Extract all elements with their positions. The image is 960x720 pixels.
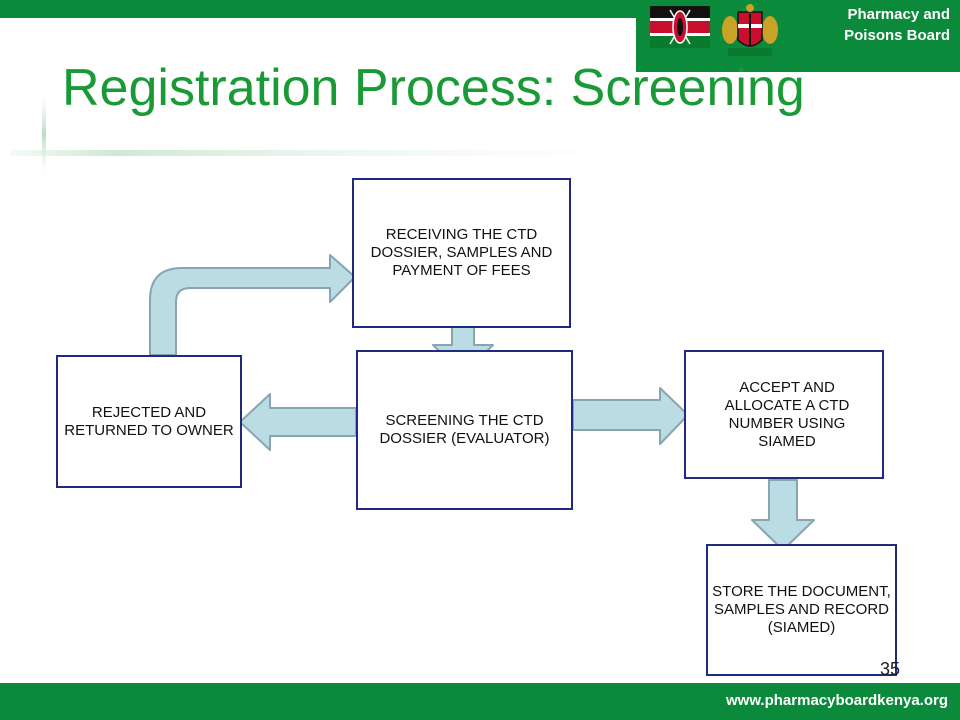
board-name-line1: Pharmacy and xyxy=(847,6,950,23)
coat-of-arms-icon xyxy=(722,4,778,56)
kenya-flag-icon xyxy=(650,6,710,48)
board-name: Pharmacy and Poisons Board xyxy=(808,4,950,46)
flow-step-screening-label: SCREENING THE CTD DOSSIER (EVALUATOR) xyxy=(379,412,550,447)
flow-step-store-label: STORE THE DOCUMENT, SAMPLES AND RECORD (… xyxy=(712,583,891,636)
flow-step-store: STORE THE DOCUMENT, SAMPLES AND RECORD (… xyxy=(706,544,897,676)
title-vertical-divider xyxy=(42,86,46,182)
arrow-screening-to-accept xyxy=(572,387,689,445)
flow-step-accept-label: ACCEPT AND ALLOCATE A CTD NUMBER USING S… xyxy=(724,378,850,450)
flow-step-rejected: REJECTED AND RETURNED TO OWNER xyxy=(56,355,242,488)
flow-step-screening: SCREENING THE CTD DOSSIER (EVALUATOR) xyxy=(356,350,573,510)
arrow-accept-to-store xyxy=(751,479,815,551)
page-number: 35 xyxy=(880,659,901,679)
header-curve xyxy=(0,18,636,72)
flow-step-receiving: RECEIVING THE CTD DOSSIER, SAMPLES AND P… xyxy=(352,178,571,328)
flow-step-receiving-label: RECEIVING THE CTD DOSSIER, SAMPLES AND P… xyxy=(370,226,553,279)
website-link[interactable]: www.pharmacyboardkenya.org xyxy=(725,692,948,709)
board-name-line2: Poisons Board xyxy=(844,27,950,44)
flow-step-accept: ACCEPT AND ALLOCATE A CTD NUMBER USING S… xyxy=(684,350,884,479)
flow-step-rejected-label: REJECTED AND RETURNED TO OWNER xyxy=(64,403,234,439)
arrow-screening-to-rejected xyxy=(239,393,357,451)
arrow-rejected-to-receiving xyxy=(149,254,356,356)
title-divider xyxy=(10,150,710,156)
footer-bar xyxy=(0,683,960,720)
page-title: Registration Process: Screening xyxy=(62,59,805,117)
